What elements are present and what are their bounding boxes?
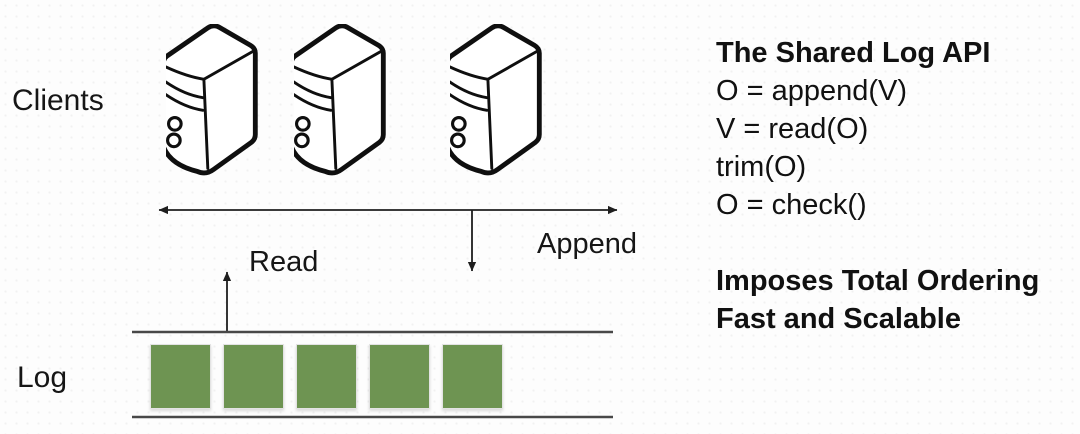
server-icon [450, 24, 553, 183]
api-note-total-ordering: Imposes Total Ordering [716, 265, 1040, 297]
log-entry [223, 344, 284, 409]
log-label: Log [17, 361, 68, 394]
append-label: Append [537, 228, 637, 260]
log-entry [150, 344, 211, 409]
log-entry [369, 344, 430, 409]
api-note-fast-scalable: Fast and Scalable [716, 303, 961, 335]
api-operation-trim: trim(O) [716, 151, 807, 183]
log-entries [150, 344, 503, 409]
clients-label: Clients [12, 84, 104, 117]
api-operation-check: O = check() [716, 189, 867, 221]
api-operation-append: O = append(V) [716, 75, 908, 107]
server-icon [294, 24, 397, 183]
log-entry [296, 344, 357, 409]
api-panel-title: The Shared Log API [716, 37, 991, 69]
read-label: Read [249, 246, 319, 278]
api-notes: Imposes Total Ordering Fast and Scalable [716, 262, 1039, 338]
api-panel: The Shared Log API O = append(V) V = rea… [716, 34, 1039, 338]
api-operation-read: V = read(O) [716, 113, 869, 145]
server-icon [166, 24, 269, 183]
log-entry [442, 344, 503, 409]
client-servers [166, 24, 553, 183]
